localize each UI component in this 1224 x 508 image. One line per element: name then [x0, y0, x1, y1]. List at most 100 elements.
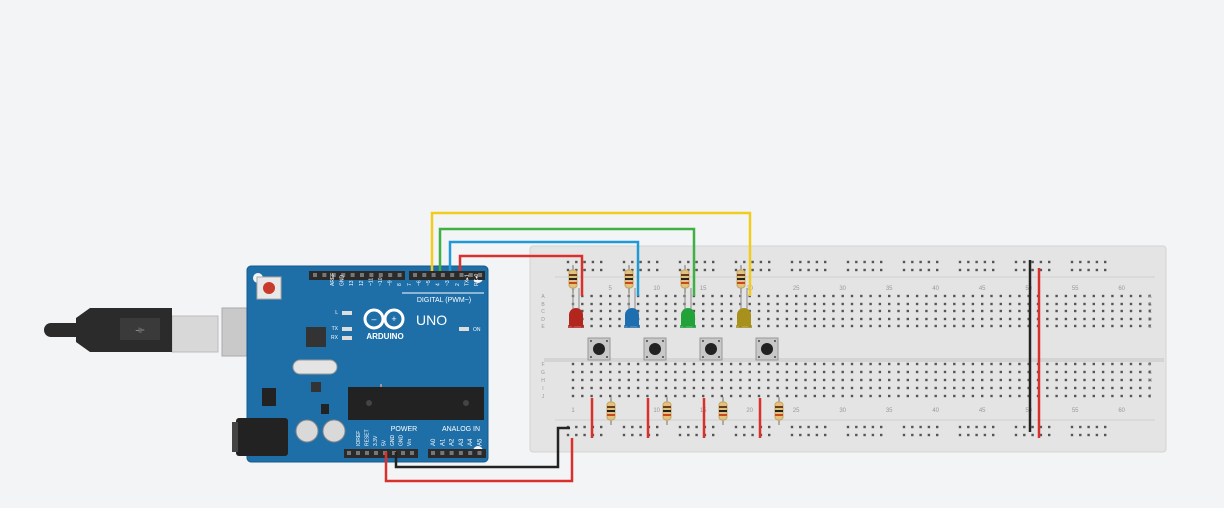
pushbutton-4[interactable] — [755, 337, 779, 361]
digital-pin-label: ~5 — [426, 280, 432, 286]
row-letter: B — [1148, 302, 1152, 308]
column-number: 25 — [793, 408, 800, 414]
digital-pin-label: ~10 — [378, 277, 384, 286]
svg-text:RX: RX — [331, 335, 339, 341]
column-number: 30 — [839, 286, 846, 292]
resistor-button-3[interactable] — [718, 397, 728, 425]
power-pin-label: RESET — [365, 429, 371, 446]
column-number: 30 — [839, 408, 846, 414]
brand-label: ARDUINO — [366, 332, 403, 341]
power-pin-label: 5V — [382, 439, 388, 446]
row-letter: D — [541, 317, 545, 323]
led-blue[interactable] — [624, 288, 640, 328]
svg-text:ON: ON — [473, 327, 481, 333]
power-pin-label: 3.3V — [373, 435, 379, 446]
digital-pin-label: ~9 — [388, 280, 394, 286]
column-number: 45 — [979, 408, 986, 414]
column-number: 45 — [979, 286, 986, 292]
row-letter: J — [1149, 394, 1152, 400]
crystal — [292, 359, 338, 375]
row-letter: G — [1148, 370, 1152, 376]
analog-pin-label: A1 — [440, 438, 446, 446]
wire-ground[interactable] — [394, 426, 570, 469]
digital-pin-label: TX▸1 — [464, 274, 470, 286]
digital-pin-label: 8 — [397, 283, 403, 286]
svg-text:TX: TX — [332, 326, 339, 332]
analog-pin-label: A3 — [459, 438, 465, 446]
wire-blue[interactable] — [448, 240, 640, 296]
components — [568, 265, 784, 438]
power-pin-label: IOREF — [356, 431, 362, 446]
led-red[interactable] — [568, 288, 584, 328]
digital-pin-label: ~11 — [368, 278, 374, 286]
power-jack — [236, 418, 288, 456]
row-letter: F — [1148, 362, 1151, 368]
voltage-regulator — [262, 388, 276, 406]
row-letter: J — [542, 394, 545, 400]
column-number: 55 — [1072, 286, 1079, 292]
row-letter: E — [541, 324, 545, 330]
analog-pin-label: A4 — [468, 438, 474, 446]
analog-pin-label: A0 — [431, 438, 437, 446]
row-letter: A — [1148, 294, 1152, 300]
power-pin-label: GND — [399, 435, 405, 447]
digital-pin-label: 7 — [407, 283, 413, 286]
digital-pin-label: 13 — [349, 280, 355, 286]
digital-label: DIGITAL (PWM~) — [417, 297, 471, 304]
digital-pin-label: 12 — [359, 280, 365, 286]
wire-5v[interactable] — [384, 438, 574, 483]
model-label: UNO — [416, 312, 447, 328]
pushbutton-2[interactable] — [643, 337, 667, 361]
row-letter: A — [541, 294, 545, 300]
column-number: 55 — [1072, 408, 1079, 414]
analog-label: ANALOG IN — [442, 426, 480, 433]
resistor-button-4[interactable] — [774, 397, 784, 425]
resistor-button-2[interactable] — [662, 397, 672, 425]
analog-pin-label: A2 — [450, 438, 456, 446]
column-number: 60 — [1118, 408, 1125, 414]
led-yellow[interactable] — [736, 288, 752, 328]
digital-pin-label: ~6 — [416, 280, 422, 286]
row-letter: H — [541, 378, 545, 384]
column-number: 15 — [700, 286, 707, 292]
resistor-button-1[interactable] — [606, 397, 616, 425]
power-pin-label: GND — [390, 435, 396, 447]
row-letter: D — [1148, 317, 1152, 323]
column-number: 35 — [886, 408, 893, 414]
usb-cable[interactable]: ⟛ — [44, 307, 283, 357]
wire-yellow[interactable] — [430, 211, 752, 296]
column-number: 60 — [1118, 286, 1125, 292]
column-number: 40 — [932, 408, 939, 414]
column-number: 40 — [932, 286, 939, 292]
analog-pin-label: A5 — [478, 438, 484, 446]
digital-pin-label: 2 — [455, 283, 461, 286]
row-letter: E — [1148, 324, 1152, 330]
wire-red[interactable] — [458, 254, 584, 296]
pushbutton-1[interactable] — [587, 337, 611, 361]
column-number: 5 — [609, 286, 613, 292]
led-green[interactable] — [680, 288, 696, 328]
wire-green[interactable] — [438, 227, 696, 296]
row-letter: C — [541, 309, 545, 315]
digital-header-right — [409, 271, 485, 280]
digital-header-left — [309, 271, 405, 280]
column-number: 1 — [571, 408, 575, 414]
resistor-led-blue[interactable] — [624, 265, 634, 293]
column-number: 35 — [886, 286, 893, 292]
row-letter: I — [542, 386, 543, 392]
digital-pin-label: ~3 — [445, 280, 451, 286]
column-number: 10 — [653, 408, 660, 414]
power-label: POWER — [391, 426, 417, 433]
digital-pin-label: 4 — [436, 283, 442, 286]
analog-header — [428, 449, 486, 458]
column-number: 25 — [793, 286, 800, 292]
power-header — [344, 449, 418, 458]
pushbutton-3[interactable] — [699, 337, 723, 361]
column-number: 20 — [746, 408, 753, 414]
